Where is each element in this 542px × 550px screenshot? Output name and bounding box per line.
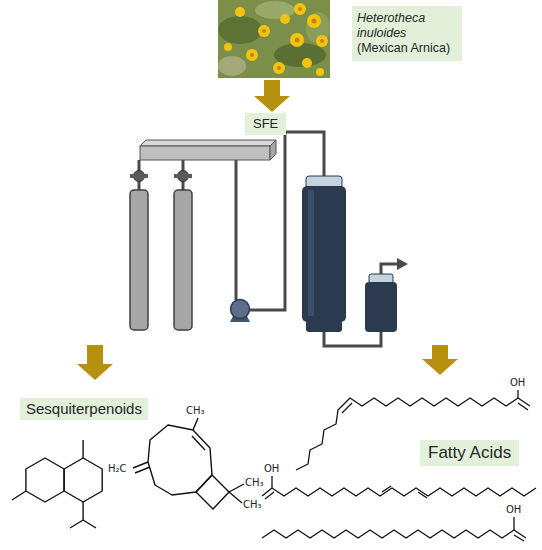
fatty-acid-structures	[262, 390, 536, 541]
carbonyl-double-bond	[262, 488, 274, 499]
stearic-acid-chain	[262, 530, 514, 538]
hydroxyl-bond	[517, 390, 518, 398]
product-node: Sesquiterpenoids	[15, 380, 260, 545]
pipe	[324, 332, 381, 346]
gas-cylinder	[130, 190, 148, 330]
flower	[280, 14, 290, 24]
atom-label: OH	[506, 503, 521, 516]
node-title: SFE	[253, 116, 278, 132]
label-box: Sesquiterpenoids	[20, 398, 148, 420]
flower	[316, 35, 328, 47]
flower	[302, 58, 312, 68]
flower	[294, 3, 306, 15]
flower-center	[320, 39, 324, 43]
outlet-arrowhead	[397, 258, 408, 270]
atom-label: CH₃	[186, 404, 205, 417]
foliage-patch	[218, 16, 262, 44]
flower	[246, 49, 258, 61]
hydroxyl-bond	[513, 517, 514, 530]
atom-label: OH	[264, 462, 279, 475]
flower	[273, 62, 285, 74]
flower	[235, 7, 245, 17]
manifold-top	[140, 140, 276, 146]
sfe-equipment	[130, 132, 408, 346]
foliage-patch	[218, 56, 246, 76]
carbonyl-double-bond	[514, 530, 526, 541]
double-bond	[342, 403, 352, 413]
node-title: Sesquiterpenoids	[26, 400, 142, 418]
pipes	[139, 132, 398, 346]
flow-arrow	[422, 345, 458, 375]
valves	[130, 171, 192, 182]
node-subtitle: (Mexican Arnica)	[357, 41, 457, 56]
linoleic-acid-chain	[272, 488, 536, 496]
flower	[316, 68, 324, 76]
flower-centers	[250, 7, 324, 70]
cadinane-ring	[64, 458, 102, 502]
flower-center	[277, 66, 281, 70]
vessel-body	[302, 186, 346, 322]
vessel-highlight	[308, 190, 314, 316]
gas-cylinder	[174, 190, 192, 330]
pump-body	[231, 300, 250, 319]
flow-arrow	[254, 80, 290, 112]
cyclobutane-ring	[196, 475, 229, 509]
flower	[290, 33, 304, 47]
pipe	[235, 160, 238, 300]
vessel-bottom	[306, 320, 342, 332]
flower	[307, 14, 321, 28]
hydroxyl-bond	[271, 476, 272, 488]
separator-body	[365, 282, 397, 332]
plant-photo	[218, 0, 330, 78]
atom-label: CH₃	[245, 476, 264, 489]
flower	[224, 43, 232, 51]
oleic-acid-chain	[296, 398, 518, 470]
methyl-bond	[12, 491, 26, 500]
photo-background	[218, 0, 330, 78]
methylene-double-bond	[133, 462, 150, 473]
valve-handle	[130, 174, 148, 178]
valve-handle	[174, 174, 192, 178]
plant-source-node: Heterotheca inuloides(Mexican Arnica)	[215, 0, 465, 80]
product-node: Fatty Acids	[258, 375, 540, 547]
extraction-node: SFE	[60, 112, 480, 345]
node-title: Heterotheca inuloides	[357, 11, 457, 41]
carbonyl-double-bond	[518, 398, 530, 410]
flower	[258, 25, 270, 37]
methyl-bond	[229, 484, 244, 503]
flower-heads	[224, 3, 328, 76]
flower-center	[295, 38, 300, 43]
label-box: Fatty Acids	[420, 440, 519, 466]
atom-label: OH	[510, 376, 525, 389]
manifold	[140, 146, 270, 160]
double-bond	[192, 436, 205, 450]
pump	[230, 300, 250, 323]
atom-label: H₂C	[108, 462, 127, 475]
cadinane-ring	[26, 458, 64, 502]
flower-center	[250, 53, 254, 57]
atom-label: CH₃	[243, 498, 262, 511]
methyl-bond	[193, 418, 198, 430]
manifold-side	[270, 140, 276, 160]
separator	[365, 274, 397, 332]
methyl-bond	[82, 440, 83, 458]
isopropyl-bond	[70, 502, 96, 528]
label-box: SFE	[245, 113, 286, 135]
label-box: Heterotheca inuloides(Mexican Arnica)	[352, 6, 462, 61]
flow-arrow	[77, 345, 113, 380]
double-bond	[382, 486, 427, 498]
flower-center	[298, 7, 302, 11]
node-title: Fatty Acids	[428, 443, 511, 463]
extraction-vessel	[302, 176, 346, 332]
flower-center	[262, 29, 266, 33]
flower-center	[312, 19, 317, 24]
sesquiterpenoid-structures	[12, 418, 244, 528]
